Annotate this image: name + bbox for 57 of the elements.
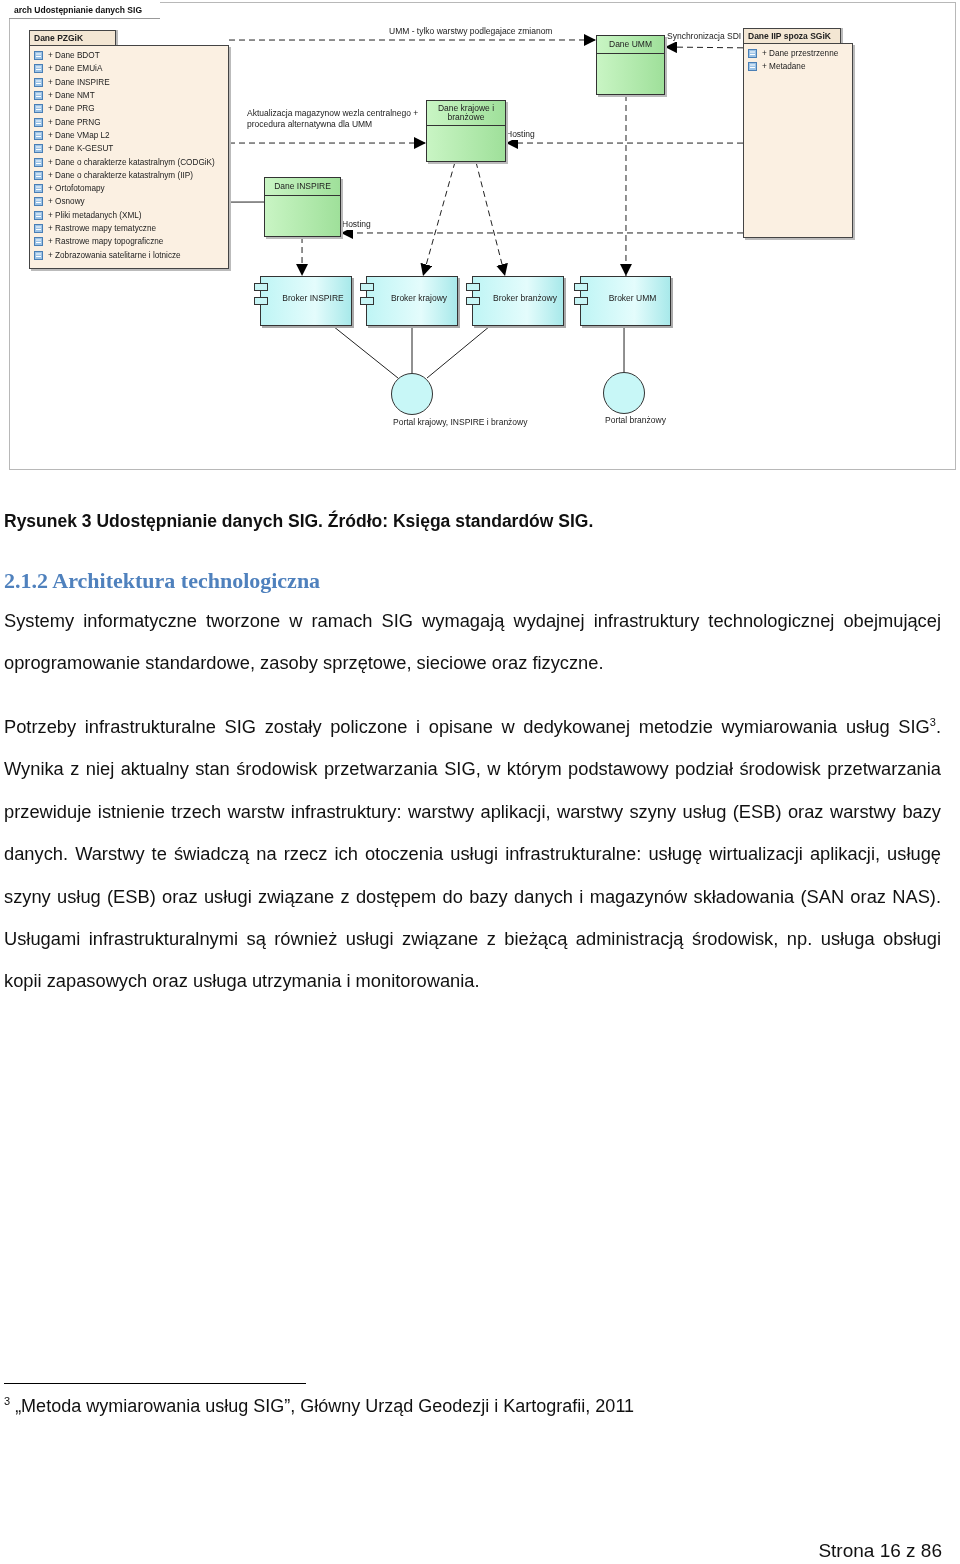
package-tab: Dane PZGiK: [29, 30, 116, 45]
class-name: Dane krajowe i branżowe: [436, 103, 496, 123]
dashed-arrow: [619, 94, 632, 277]
attribute-text: + Rastrowe mapy tematyczne: [48, 224, 157, 233]
package-tab: Dane IIP spoza SGiK: [743, 28, 841, 43]
attribute-text: + Ortofotomapy: [48, 184, 105, 194]
dashed-arrow: [475, 161, 508, 277]
attribute-text: + Pliki metadanych (XML): [48, 210, 142, 220]
attribute-text: + Dane o charakterze katastralnym (IIP): [48, 170, 193, 180]
class-name: Dane UMM: [609, 39, 652, 50]
component-name: Broker krajowy: [390, 293, 448, 303]
attribute-text: + Dane przestrzenne: [762, 49, 839, 59]
attribute-text: + Dane o charakterze katastralnym (CODGiK): [48, 157, 215, 167]
dashed-arrow: [228, 34, 597, 46]
interface-circle: [603, 372, 645, 414]
dashed-arrow: [664, 41, 744, 54]
node-caption: Portal krajowy, INSPIRE i branżowy: [393, 417, 528, 427]
node-caption: Portal branżowy: [605, 415, 666, 425]
connector-line: [623, 325, 625, 373]
dashed-arrow: [296, 236, 309, 277]
component-name: Broker UMM: [608, 293, 657, 303]
footnote: $^{3}$ „Metoda wymiarowania usług SIG”, Główny Urząd Geodezji i Kartografii, 2011: [4, 1395, 635, 1417]
attribute-text: + Rastrowe mapy topograficzne: [48, 237, 164, 247]
component-name: Broker branżowy: [493, 293, 557, 303]
component-name: Broker INSPIRE: [282, 293, 344, 303]
attribute-text: + Metadane: [762, 62, 806, 72]
class-box: [426, 100, 506, 162]
page-number: Strona 16 z 86: [818, 1540, 942, 1562]
frame-title: arch Udostępnianie danych SIG: [9, 2, 160, 19]
attribute-text: + Dane PRNG: [48, 117, 101, 127]
figure-caption: Rysunek 3 Udostępnianie danych SIG. Źródło: Księga standardów SIG.: [4, 511, 594, 532]
class-box: [264, 177, 341, 237]
attribute-text: + Dane PRG: [48, 104, 95, 114]
attribute-text: + Dane K-GESUT: [48, 144, 114, 154]
attribute-text: + Dane EMUiA: [48, 64, 103, 74]
dashed-arrow: [420, 161, 456, 277]
dashed-arrow: [228, 137, 427, 150]
paragraph: Potrzeby infrastrukturalne SIG zostały policzone i opisane w dedykowanej metodzie wymiarowania usług SIG$^{3}$. Wynika z niej aktualny stan środowisk przetwarzania SIG, w którym podstawowy podział środowisk przetwarzania przewiduje istnienie trzech warstw infrastruktury: warstwy aplikacji, warstwy szyny usług (ESB) oraz warstwy bazy danych. Warstwy te świadczą na rzecz ich otoczenia usługi infrastrukturalne: usługę wirtualizacji aplikacji, usługę szyny usług (ESB) oraz usługi związane z dostępem do bazy danych i magazynów składowania (SAN oraz NAS). Usługami infrastrukturalnymi są również usługi związane z bieżącą administracją środowisk, np. usługa obsługi kopii zapasowych oraz usługa utrzymania i monitorowania.: [4, 714, 941, 994]
paragraph: Systemy informatyczne tworzone w ramach SIG wymagają wydajnej infrastruktury technologicznej obejmującej oprogramowanie standardowe, zasoby sprzętowe, sieciowe oraz fizyczne.: [4, 609, 941, 676]
attribute-text: + Dane INSPIRE: [48, 77, 110, 87]
connector-line: [332, 325, 399, 379]
class-box: [596, 35, 665, 95]
edge-label: Synchronizacja SDI: [667, 31, 742, 42]
edge-label: Hosting: [342, 219, 371, 230]
attribute-text: + Osnowy: [48, 197, 85, 207]
dashed-arrow: [340, 227, 744, 239]
class-name: Dane INSPIRE: [274, 181, 331, 192]
attribute-text: + Dane NMT: [48, 91, 95, 101]
connector-line: [426, 325, 491, 379]
attribute-text: + Dane VMap L2: [48, 130, 110, 140]
section-heading: 2.1.2 Architektura technologiczna: [4, 568, 321, 594]
attribute-text: + Zobrazowania satelitarne i lotnicze: [48, 250, 181, 260]
interface-circle: [391, 373, 433, 415]
edge-label: UMM - tylko warstwy podlegajace zmianom: [389, 26, 553, 37]
dashed-arrow: [505, 137, 744, 150]
attribute-text: + Dane BDOT: [48, 51, 100, 61]
connector-line: [411, 325, 413, 374]
